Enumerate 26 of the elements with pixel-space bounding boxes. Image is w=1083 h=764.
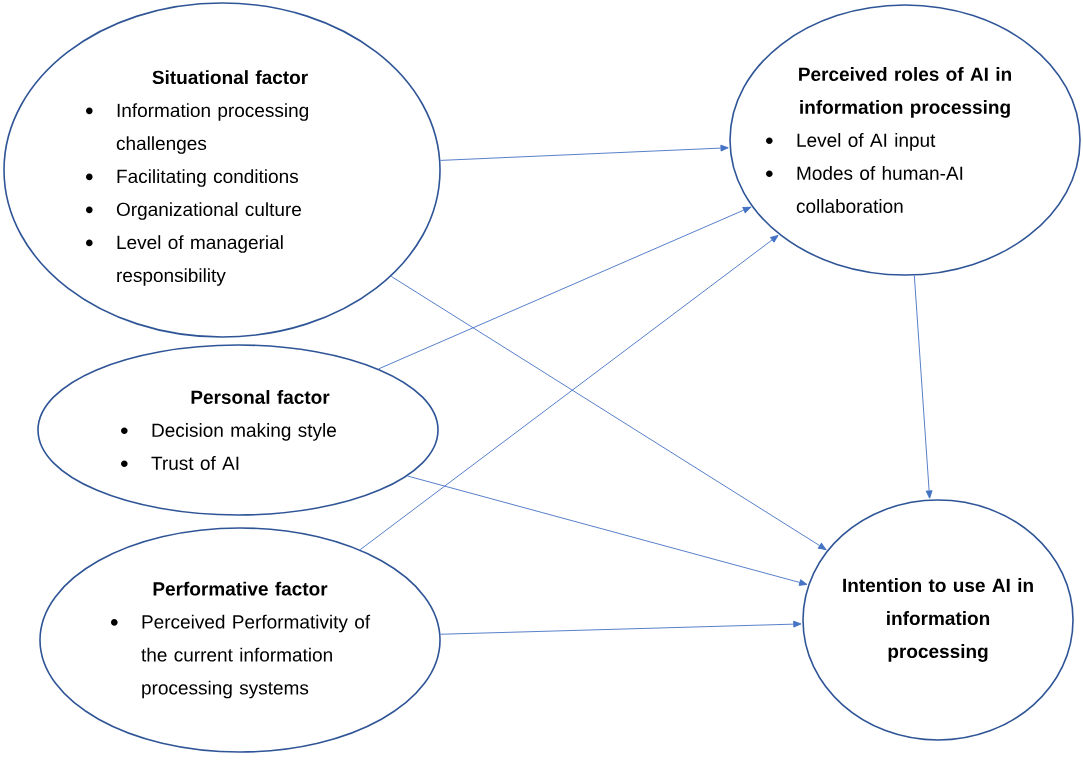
ellipse-node: [39, 527, 441, 753]
arrow: [913, 275, 933, 499]
ellipse-node: [802, 499, 1074, 741]
node-label: Personal factor: [191, 390, 330, 404]
arrow: [378, 206, 752, 370]
ellipse-node: [729, 4, 1081, 276]
node-label: Performative factor: [153, 581, 328, 596]
ellipse-node: [3, 2, 441, 338]
node-label: Information processing challenges: [116, 103, 308, 154]
node-label: Organizational culture: [116, 202, 301, 220]
node-label: Level of managerial responsibility: [117, 235, 283, 286]
arrow: [390, 275, 827, 551]
arrow: [359, 235, 779, 551]
node-label: Situational factor: [152, 70, 308, 85]
node-label: Intention to use AI in information processing: [843, 578, 1033, 662]
node-label: Trust of AI: [151, 456, 239, 470]
node-label: Perceived Performativity of the current information processing systems: [141, 614, 371, 699]
ellipse-node: [37, 344, 439, 516]
arrow: [407, 475, 808, 586]
arrow: [440, 144, 729, 161]
node-label: Level of AI input: [797, 133, 936, 151]
arrow: [440, 620, 802, 635]
node-label: Perceived roles of AI in information processing: [799, 67, 1011, 118]
node-label: Facilitating conditions: [117, 169, 298, 187]
node-label: Decision making style: [152, 423, 336, 441]
node-label: Modes of human-AI collaboration: [796, 166, 963, 213]
